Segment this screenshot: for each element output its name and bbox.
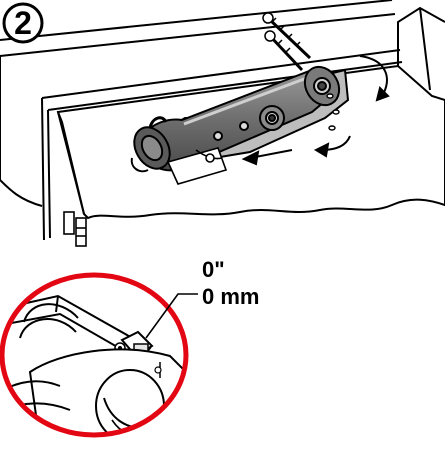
screw-holes — [326, 93, 340, 131]
screw-icon — [264, 30, 304, 72]
hinge — [63, 211, 87, 247]
push-arrow-icon — [241, 149, 293, 166]
measurement-mm: 0 mm — [202, 284, 260, 309]
detail-highlight-circle — [0, 272, 189, 438]
step-circle-icon — [2, 2, 44, 44]
step-badge: 2 — [0, 0, 46, 46]
rotation-arrow-icon — [359, 55, 390, 102]
rotation-arrow-icon — [313, 135, 351, 158]
mounting-bracket — [166, 147, 228, 185]
screw-icon — [262, 12, 312, 60]
step-number: 2 — [14, 5, 32, 41]
measurement-inch: 0" — [202, 257, 225, 282]
measurement-leader — [145, 293, 198, 339]
measurement-label: 0" 0 mm — [202, 256, 259, 310]
door-closer — [130, 65, 350, 173]
